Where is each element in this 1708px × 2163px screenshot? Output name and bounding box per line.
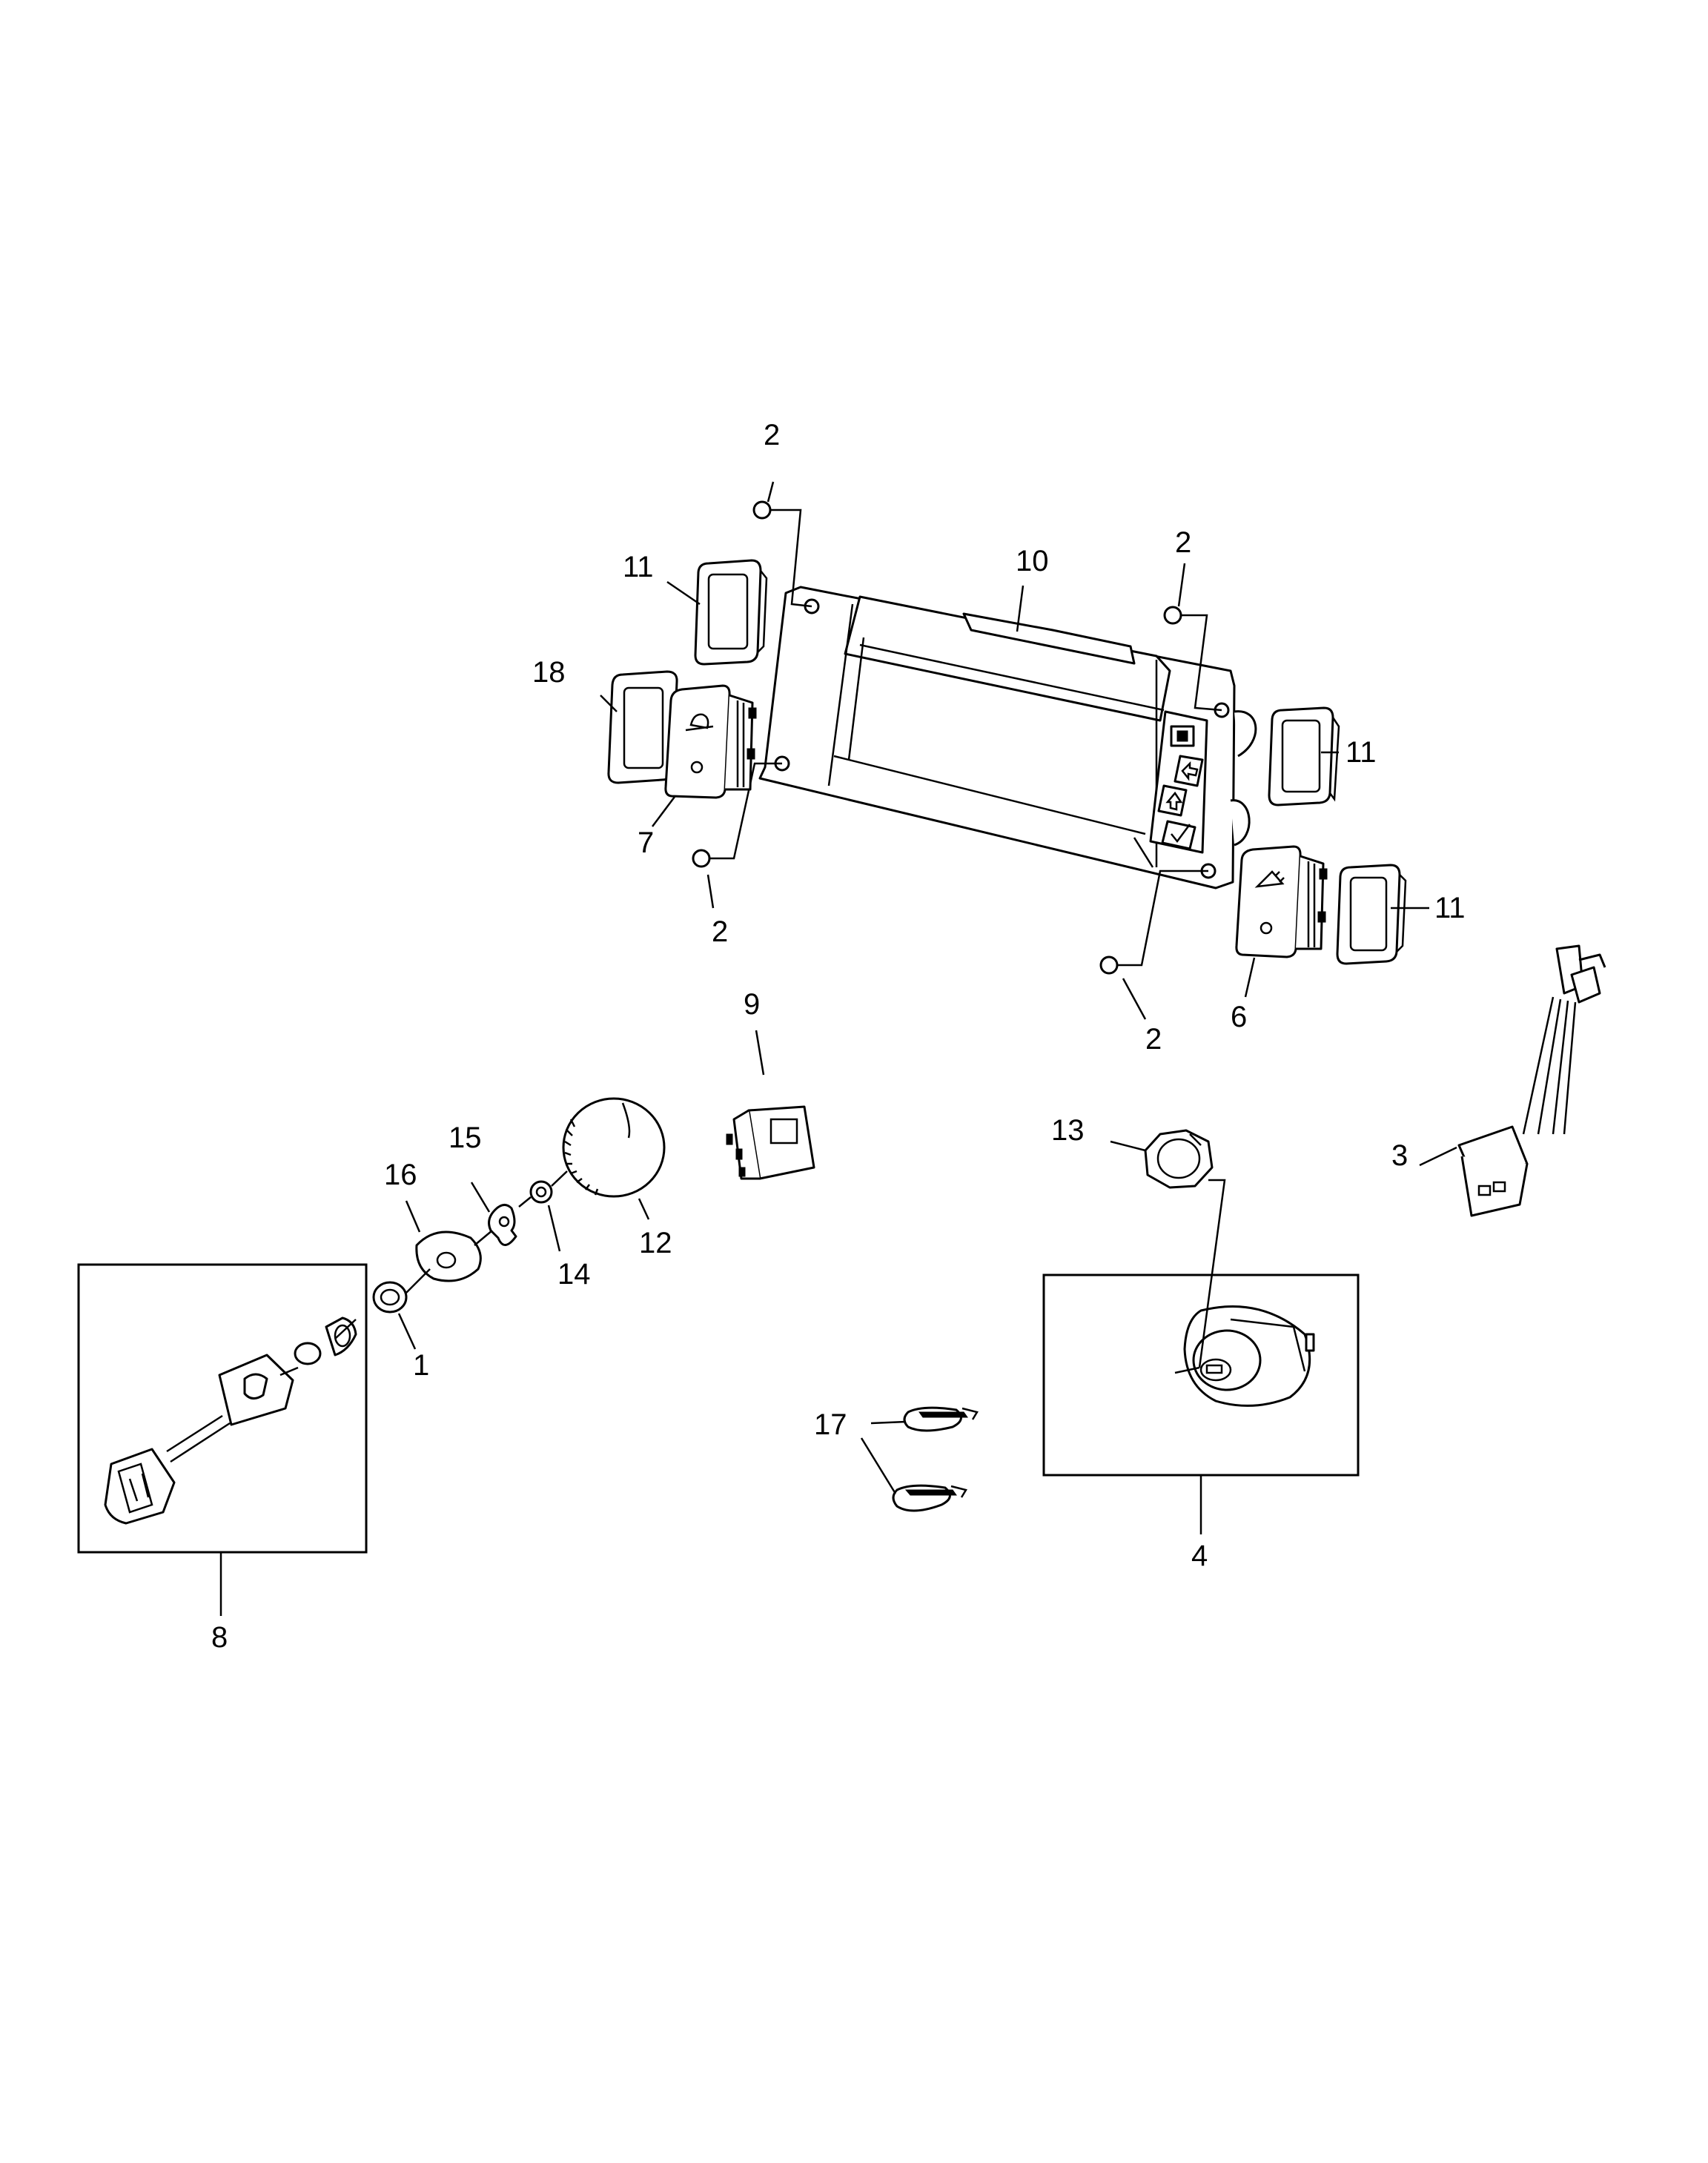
- clip-upper: [903, 1406, 979, 1432]
- callout-14: 14: [557, 1258, 591, 1291]
- callout-2-top-right: 2: [1175, 526, 1191, 559]
- spring-clip-15: [488, 1204, 517, 1246]
- washer-1: [372, 1281, 408, 1314]
- callout-10: 10: [1016, 545, 1049, 577]
- rotary-knob: [562, 1097, 666, 1198]
- wiring-harness-connector: [1457, 944, 1606, 1217]
- nut-13: [1144, 1129, 1214, 1189]
- rotary-switch-assembly: [104, 1316, 357, 1525]
- screw-top-left: [752, 500, 783, 520]
- callout-2-top-left: 2: [764, 419, 780, 451]
- callout-1: 1: [413, 1349, 429, 1382]
- callout-11-right-top: 11: [1345, 736, 1377, 769]
- callout-16: 16: [384, 1159, 417, 1191]
- blank-plug-right-top: [1268, 706, 1340, 806]
- callout-4: 4: [1191, 1540, 1208, 1572]
- screw-top-right: [1163, 606, 1192, 625]
- rocker-switch-right: [1235, 845, 1328, 958]
- control-panel-housing: [758, 586, 1257, 890]
- callout-2-bottom-left: 2: [712, 915, 728, 948]
- clip-lower: [892, 1484, 967, 1512]
- callout-8: 8: [211, 1621, 228, 1654]
- callout-18: 18: [532, 656, 566, 689]
- callout-9: 9: [744, 988, 760, 1021]
- callout-2-bottom-right: 2: [1145, 1023, 1162, 1056]
- callout-7: 7: [638, 827, 654, 859]
- relay-module: [726, 1105, 815, 1180]
- blank-plug-right-bottom: [1336, 864, 1407, 965]
- callout-3: 3: [1391, 1139, 1408, 1172]
- callout-12: 12: [639, 1227, 672, 1259]
- rocker-switch-left: [664, 684, 757, 799]
- screw-bottom-right: [1099, 955, 1128, 975]
- callout-13: 13: [1051, 1114, 1085, 1147]
- switch-bezel: [607, 670, 678, 784]
- callout-11-right-bottom: 11: [1434, 892, 1466, 924]
- blank-plug-left: [694, 559, 768, 666]
- screw-bottom-left: [692, 849, 721, 868]
- key-switch-assembly: [1183, 1305, 1315, 1407]
- callout-15: 15: [448, 1122, 482, 1154]
- callout-11-left: 11: [623, 551, 654, 583]
- washer-14: [529, 1180, 553, 1204]
- callout-6: 6: [1231, 1001, 1247, 1033]
- assembly-box-8: [77, 1263, 368, 1554]
- leader-lines: [219, 481, 1457, 1616]
- callout-17: 17: [814, 1408, 847, 1441]
